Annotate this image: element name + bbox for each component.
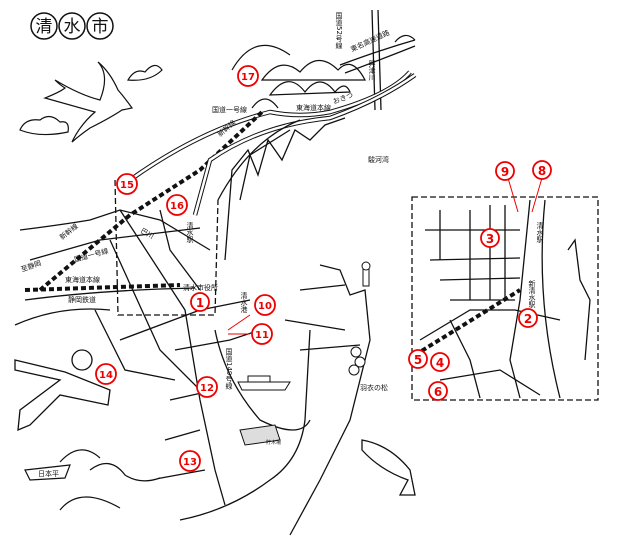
ship-illustration <box>237 375 291 391</box>
svg-text:3: 3 <box>486 232 494 246</box>
svg-text:5: 5 <box>414 353 422 367</box>
label-tokaido-top: 東海道本線 <box>296 103 331 112</box>
svg-text:11: 11 <box>255 330 269 341</box>
marker-14[interactable]: 14 <box>95 363 117 385</box>
svg-text:14: 14 <box>99 370 113 381</box>
inset-boundary-left <box>114 179 219 316</box>
inset-railway <box>413 288 522 357</box>
label-city-hall: 清水市役所 <box>183 283 218 292</box>
label-shizuoka-railway: 静岡鉄道 <box>68 295 96 304</box>
inset-boundary <box>411 196 599 401</box>
svg-text:16: 16 <box>170 201 184 212</box>
label-okitsu-river: 興津川 <box>368 59 376 81</box>
miho-peninsula-coast <box>289 264 371 536</box>
label-shimizu-station: 清水駅 <box>186 221 194 244</box>
airplane-illustration <box>14 349 111 432</box>
title-char: 水 <box>64 17 81 37</box>
label-to-shizuoka: 至静岡 <box>20 258 43 274</box>
title-char: 市 <box>92 17 109 37</box>
coastline <box>224 117 346 261</box>
svg-text:9: 9 <box>501 165 509 179</box>
route-52-road <box>371 9 376 111</box>
lumber-yard-illustration <box>239 424 281 446</box>
label-route-149: 国道149号線 <box>225 348 233 390</box>
svg-text:8: 8 <box>538 164 546 178</box>
label-route-52: 国道52号線 <box>335 12 343 49</box>
inset-map <box>413 199 591 399</box>
marker-10[interactable]: 10 <box>254 294 276 316</box>
label-hagoromo-pine: 羽衣の松 <box>360 383 388 392</box>
fish-illustration <box>361 439 416 496</box>
marker-17[interactable]: 17 <box>237 65 259 87</box>
svg-text:1: 1 <box>196 296 204 310</box>
marker-5[interactable]: 5 <box>408 349 428 369</box>
marker-3[interactable]: 3 <box>480 228 500 248</box>
svg-text:12: 12 <box>200 383 214 394</box>
label-route-1-top: 国道一号線 <box>212 105 247 114</box>
tokaido-main-line <box>24 283 181 292</box>
lighthouse-icon <box>361 261 371 287</box>
shinkansen-line <box>38 110 264 292</box>
nihondaira-illustration <box>24 449 161 511</box>
bird-illustration <box>19 61 163 143</box>
marker-6[interactable]: 6 <box>428 381 448 401</box>
marker-15[interactable]: 15 <box>116 173 138 195</box>
title-char: 清 <box>36 17 53 37</box>
svg-text:15: 15 <box>120 180 134 191</box>
marker-2[interactable]: 2 <box>518 308 538 328</box>
label-tomoe-river: 巴川 <box>139 227 155 241</box>
marker-16[interactable]: 16 <box>166 194 188 216</box>
label-shimizu-port: 清水港 <box>240 291 248 314</box>
label-suruga-bay: 駿河湾 <box>368 155 389 164</box>
label-inset-shimizu-station: 清水駅 <box>536 221 544 244</box>
marker-11[interactable]: 11 <box>251 323 273 345</box>
map-labels: 国道52号線 東名高速道路 興津川 国道一号線 東海道本線 おきつ 新幹線 駿河… <box>20 12 544 478</box>
svg-text:13: 13 <box>183 457 197 468</box>
label-lumber-yard: 貯木場 <box>266 439 281 446</box>
svg-text:4: 4 <box>436 356 444 370</box>
marker-12[interactable]: 12 <box>196 376 218 398</box>
pine-tree-icon <box>348 346 366 376</box>
marker-4[interactable]: 4 <box>430 352 450 372</box>
label-tokaido-line: 東海道本線 <box>65 275 100 284</box>
marker-1[interactable]: 1 <box>190 292 210 312</box>
mountains-illustration <box>231 34 416 109</box>
map-title: 清 水 市 <box>30 12 114 40</box>
svg-text:6: 6 <box>434 385 442 399</box>
marker-13[interactable]: 13 <box>179 450 201 472</box>
marker-8[interactable]: 8 <box>532 160 552 180</box>
label-nihondaira: 日本平 <box>38 469 59 478</box>
label-inset-shin-shimizu-station: 新清水駅 <box>528 279 536 309</box>
marker-9[interactable]: 9 <box>495 161 515 181</box>
svg-text:17: 17 <box>241 72 255 83</box>
svg-text:2: 2 <box>524 312 532 326</box>
svg-text:10: 10 <box>258 301 272 312</box>
miho-road <box>179 329 311 521</box>
